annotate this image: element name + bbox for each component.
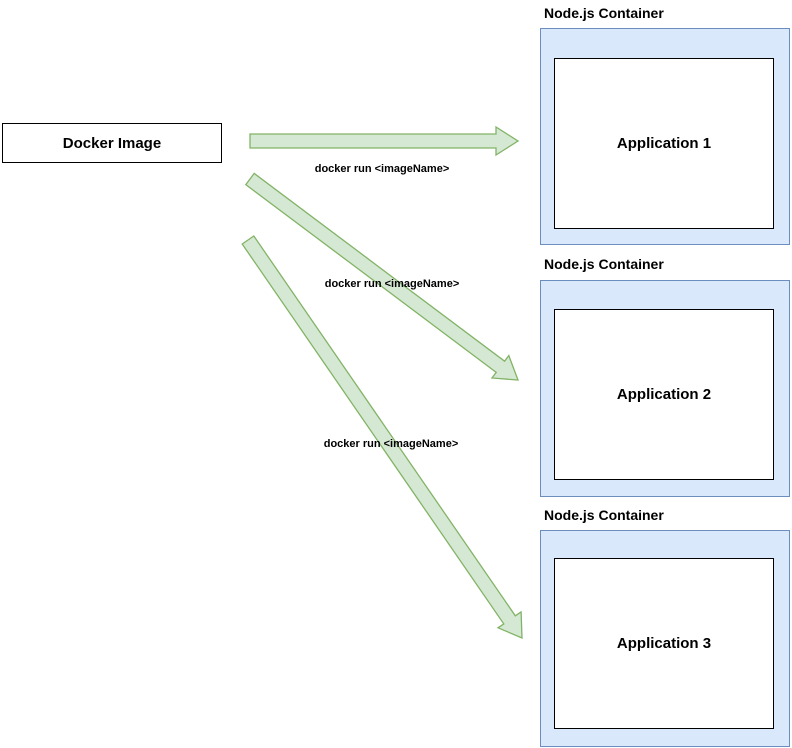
app-label-3: Application 3 [616,635,712,652]
run-command-label-3: docker run <imageName> [323,438,459,450]
docker-image-label: Docker Image [62,134,162,152]
run-arrow-1 [249,125,520,157]
app-box-2: Application 2 [554,309,774,480]
container-box-1: Application 1 [540,28,790,245]
run-command-label-2: docker run <imageName> [324,278,460,290]
container-box-2: Application 2 [540,280,790,497]
container-title-3: Node.js Container [544,507,664,523]
container-title-2: Node.js Container [544,256,664,272]
docker-image-box: Docker Image [2,123,222,163]
app-box-1: Application 1 [554,58,774,229]
app-label-2: Application 2 [616,386,712,403]
app-label-1: Application 1 [616,135,712,152]
container-box-3: Application 3 [540,530,790,747]
app-box-3: Application 3 [554,558,774,729]
run-command-label-1: docker run <imageName> [314,163,450,175]
run-arrow-2 [244,172,519,381]
container-title-1: Node.js Container [544,5,664,21]
run-arrow-3 [241,235,523,639]
